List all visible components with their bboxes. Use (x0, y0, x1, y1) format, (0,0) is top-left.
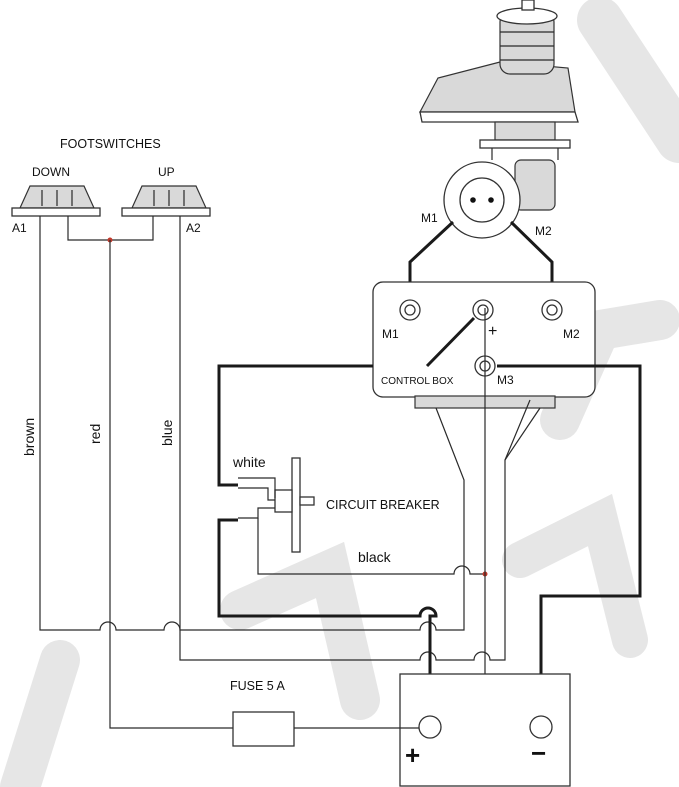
control-box-terminal-plus (472, 299, 494, 321)
breaker-output-wire (217, 518, 438, 720)
control-box-terminal-m1 (399, 299, 421, 321)
footswitch-a1-label: A1 (12, 221, 27, 235)
footswitch-up-label: UP (158, 165, 175, 179)
control-box-m3-label: M3 (497, 373, 514, 387)
blue-wire-label: blue (159, 419, 175, 446)
connector-fan-left (435, 407, 465, 565)
brown-wire-label: brown (21, 418, 37, 456)
footswitch-down (11, 185, 101, 217)
battery-plus-label: + (405, 740, 420, 770)
footswitch-common-wire (67, 216, 154, 241)
motor (443, 161, 521, 239)
circuit-breaker (238, 457, 485, 575)
breaker-supply-wire (217, 364, 373, 487)
motor-m2-label: M2 (535, 224, 552, 238)
blue-wire (179, 216, 531, 661)
footswitch-down-label: DOWN (32, 165, 70, 179)
control-box-label: CONTROL BOX (381, 376, 454, 387)
footswitch-up (121, 185, 211, 217)
black-wire-label: black (358, 549, 392, 565)
red-wire (109, 240, 233, 729)
control-box-plus-label: + (488, 323, 497, 340)
control-box-m2-label: M2 (563, 327, 580, 341)
red-wire-label: red (87, 424, 103, 444)
white-wire-label: white (232, 454, 266, 470)
connector-fan-right (504, 407, 541, 461)
circuit-breaker-label: CIRCUIT BREAKER (326, 498, 440, 512)
battery-negative-terminal (529, 715, 553, 739)
control-box-terminal-m2 (541, 299, 563, 321)
footswitch-a2-label: A2 (186, 221, 201, 235)
control-box-m1-label: M1 (382, 327, 399, 341)
fuse (232, 711, 295, 747)
m3-wire (497, 364, 642, 720)
plus-terminal-lead (425, 316, 476, 368)
footswitches-title: FOOTSWITCHES (60, 137, 161, 151)
motor-m1-label: M1 (421, 211, 438, 225)
fuse-label: FUSE 5 A (230, 679, 286, 693)
battery-minus-label: − (531, 738, 546, 768)
brown-wire (39, 216, 465, 631)
battery-positive-terminal (418, 715, 442, 739)
windlass-illustration (419, 0, 579, 211)
